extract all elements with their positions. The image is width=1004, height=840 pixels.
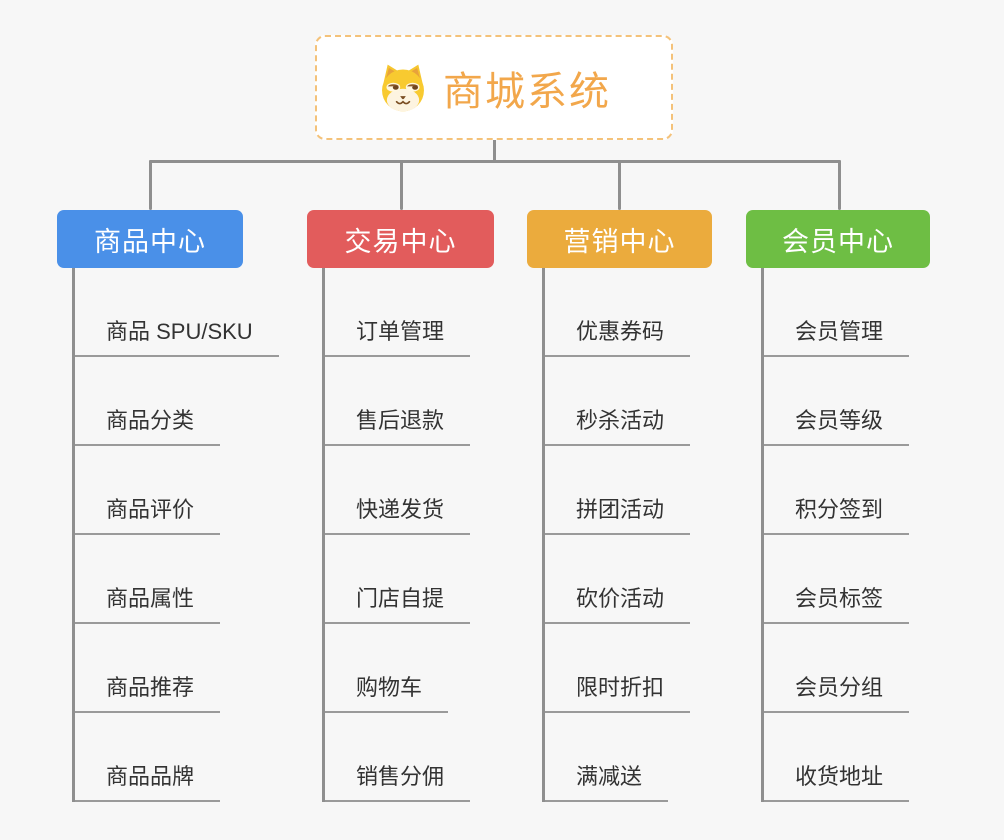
- leaf-node: 会员分组: [761, 624, 1001, 713]
- leaf-node-label[interactable]: 收货地址: [761, 759, 910, 802]
- branch-label: 营销中心: [563, 226, 676, 257]
- leaf-node-label[interactable]: 快递发货: [322, 492, 471, 535]
- branch-label: 交易中心: [344, 226, 457, 257]
- leaf-node: 商品分类: [72, 357, 312, 446]
- leaf-node-label[interactable]: 订单管理: [322, 314, 471, 357]
- connector-root-trunk: [493, 140, 496, 162]
- leaf-node-label[interactable]: 会员标签: [761, 581, 910, 624]
- leaf-node: 收货地址: [761, 713, 1001, 802]
- leaf-node-label[interactable]: 优惠券码: [542, 314, 691, 357]
- leaf-node-label[interactable]: 限时折扣: [542, 670, 691, 713]
- branch-node-member-center[interactable]: 会员中心: [746, 210, 930, 268]
- connector-horizontal: [149, 160, 841, 163]
- branch-label: 会员中心: [782, 226, 894, 257]
- leaf-node: 快递发货: [322, 446, 562, 535]
- leaf-node: 商品 SPU/SKU: [72, 268, 312, 357]
- leaf-node: 拼团活动: [542, 446, 782, 535]
- leaf-node-label[interactable]: 秒杀活动: [542, 403, 691, 446]
- branch-label: 商品中心: [94, 226, 206, 257]
- leaf-node-label[interactable]: 会员分组: [761, 670, 910, 713]
- leaf-node: 积分签到: [761, 446, 1001, 535]
- subtree-trade-center: 订单管理 售后退款 快递发货 门店自提 购物车 销售分佣: [322, 268, 562, 802]
- leaf-node: 售后退款: [322, 357, 562, 446]
- leaf-node: 砍价活动: [542, 535, 782, 624]
- leaf-node-label[interactable]: 砍价活动: [542, 581, 691, 624]
- subtree-product-center: 商品 SPU/SKU 商品分类 商品评价 商品属性 商品推荐 商品品牌: [72, 268, 312, 802]
- connector-drop-trade: [400, 160, 403, 210]
- subtree-marketing-center: 优惠券码 秒杀活动 拼团活动 砍价活动 限时折扣 满减送: [542, 268, 782, 802]
- root-node-mall-system[interactable]: 商城系统: [315, 35, 673, 140]
- branch-node-trade-center[interactable]: 交易中心: [307, 210, 494, 268]
- leaf-node-label[interactable]: 满减送: [542, 759, 669, 802]
- leaf-node: 订单管理: [322, 268, 562, 357]
- doge-icon: [382, 64, 424, 111]
- connector-drop-marketing: [618, 160, 621, 210]
- leaf-node-label[interactable]: 销售分佣: [322, 759, 471, 802]
- leaf-node: 会员标签: [761, 535, 1001, 624]
- leaf-node: 购物车: [322, 624, 562, 713]
- leaf-node-label[interactable]: 门店自提: [322, 581, 471, 624]
- connector-drop-product: [149, 160, 152, 210]
- leaf-node-label[interactable]: 会员管理: [761, 314, 910, 357]
- leaf-node: 门店自提: [322, 535, 562, 624]
- leaf-node: 商品评价: [72, 446, 312, 535]
- branch-node-marketing-center[interactable]: 营销中心: [527, 210, 712, 268]
- root-title: 商城系统: [443, 69, 611, 114]
- leaf-node-label[interactable]: 商品评价: [72, 492, 221, 535]
- leaf-node-label[interactable]: 商品分类: [72, 403, 221, 446]
- leaf-node: 商品推荐: [72, 624, 312, 713]
- leaf-node-label[interactable]: 商品推荐: [72, 670, 221, 713]
- leaf-node-label[interactable]: 会员等级: [761, 403, 910, 446]
- leaf-node: 会员管理: [761, 268, 1001, 357]
- branch-node-product-center[interactable]: 商品中心: [57, 210, 243, 268]
- subtree-member-center: 会员管理 会员等级 积分签到 会员标签 会员分组 收货地址: [761, 268, 1001, 802]
- connector-drop-member: [838, 160, 841, 210]
- leaf-node: 销售分佣: [322, 713, 562, 802]
- leaf-node-label[interactable]: 商品属性: [72, 581, 221, 624]
- leaf-node: 商品品牌: [72, 713, 312, 802]
- leaf-node-label[interactable]: 商品品牌: [72, 759, 221, 802]
- leaf-node: 限时折扣: [542, 624, 782, 713]
- leaf-node-label[interactable]: 购物车: [322, 670, 449, 713]
- leaf-node: 商品属性: [72, 535, 312, 624]
- leaf-node-label[interactable]: 商品 SPU/SKU: [72, 314, 279, 357]
- leaf-node: 秒杀活动: [542, 357, 782, 446]
- leaf-node-label[interactable]: 售后退款: [322, 403, 471, 446]
- leaf-node-label[interactable]: 拼团活动: [542, 492, 691, 535]
- leaf-node-label[interactable]: 积分签到: [761, 492, 910, 535]
- leaf-node: 满减送: [542, 713, 782, 802]
- leaf-node: 优惠券码: [542, 268, 782, 357]
- leaf-node: 会员等级: [761, 357, 1001, 446]
